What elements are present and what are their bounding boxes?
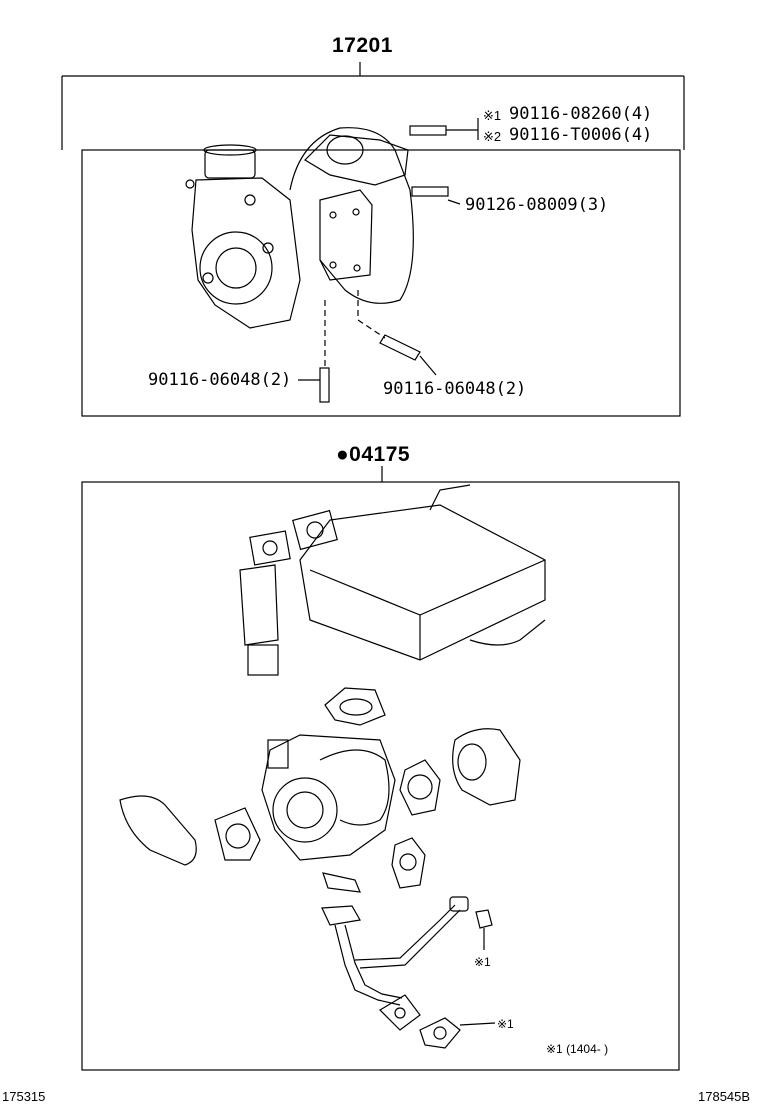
part-note-1: ※1 <box>483 108 502 123</box>
part-label-90116-08260: 90116-08260(4) <box>509 104 653 124</box>
gasket-set-icon <box>119 687 521 893</box>
part-note-2: ※2 <box>483 129 502 144</box>
note-label-b: ※1 <box>497 1017 514 1031</box>
section1-frame <box>61 62 685 417</box>
footnote: ※1 (1404- ) <box>546 1042 609 1056</box>
intercooler-icon <box>239 484 546 676</box>
part-label-90116-06048-right: 90116-06048(2) <box>383 379 527 399</box>
oil-pipe-icon <box>321 896 496 1049</box>
note-label-a: ※1 <box>474 955 491 969</box>
part-label-90116-06048-left: 90116-06048(2) <box>148 370 292 390</box>
part-label-90116-T0006: 90116-T0006(4) <box>509 125 653 145</box>
part-label-90126-08009: 90126-08009(3) <box>465 195 609 215</box>
stud-bolts <box>298 118 479 403</box>
section2-frame <box>81 466 680 1071</box>
turbocharger-icon <box>185 127 414 329</box>
section2-title: ●04175 <box>336 443 411 466</box>
section1-title: 17201 <box>332 34 393 57</box>
footer-left-code: 175315 <box>2 1089 46 1104</box>
footer-right-code: 178545B <box>698 1089 751 1104</box>
